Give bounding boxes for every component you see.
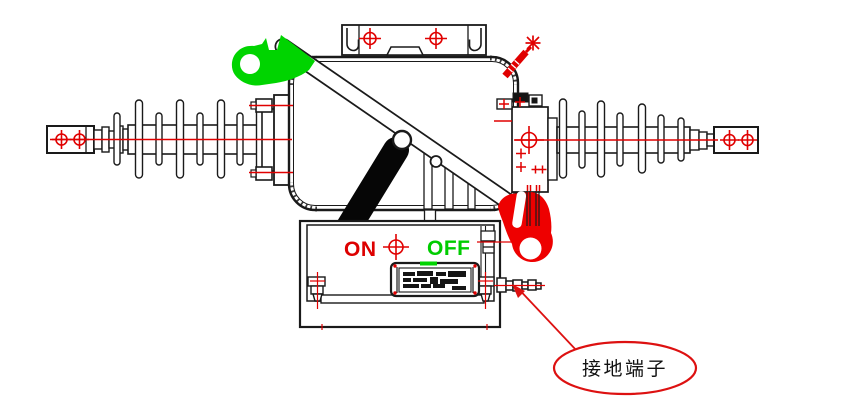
bracket-hook-left [346,28,360,52]
screw-star-mark [525,35,541,51]
trip-hook-red [498,191,553,263]
lift-eye-screw [502,35,541,79]
box-center-crosshair [383,234,409,260]
nameplate-green-mark [420,261,437,266]
close-hook-green [231,35,315,86]
right-bushing-insulator [556,98,759,179]
on-label: ON [344,238,377,261]
ground-callout-ellipse [552,340,698,396]
linkage-pivot-hole [391,129,413,151]
callout-arrowhead [512,284,525,298]
ground-callout-label: 接地端子 [582,358,668,380]
box-bolt-upper-right [480,230,496,254]
nameplate-corner-dots [393,264,477,295]
mounting-bracket [341,24,487,56]
nameplate [389,261,481,298]
operating-lever [334,137,409,243]
bolt-crosshairs [52,28,757,260]
operating-linkage-bar [274,38,522,214]
callout-leader-line [520,290,578,352]
red-centerlines [50,104,718,330]
bracket-boss [385,46,425,56]
linkage-pin-hole [429,155,443,168]
trip-rods [526,191,540,226]
bracket-hook-right [468,28,482,52]
nameplate-markings [403,271,466,290]
off-label: OFF [427,237,471,260]
plate-red-marks [499,97,547,191]
ground-callout: 接地端子 [512,284,698,396]
